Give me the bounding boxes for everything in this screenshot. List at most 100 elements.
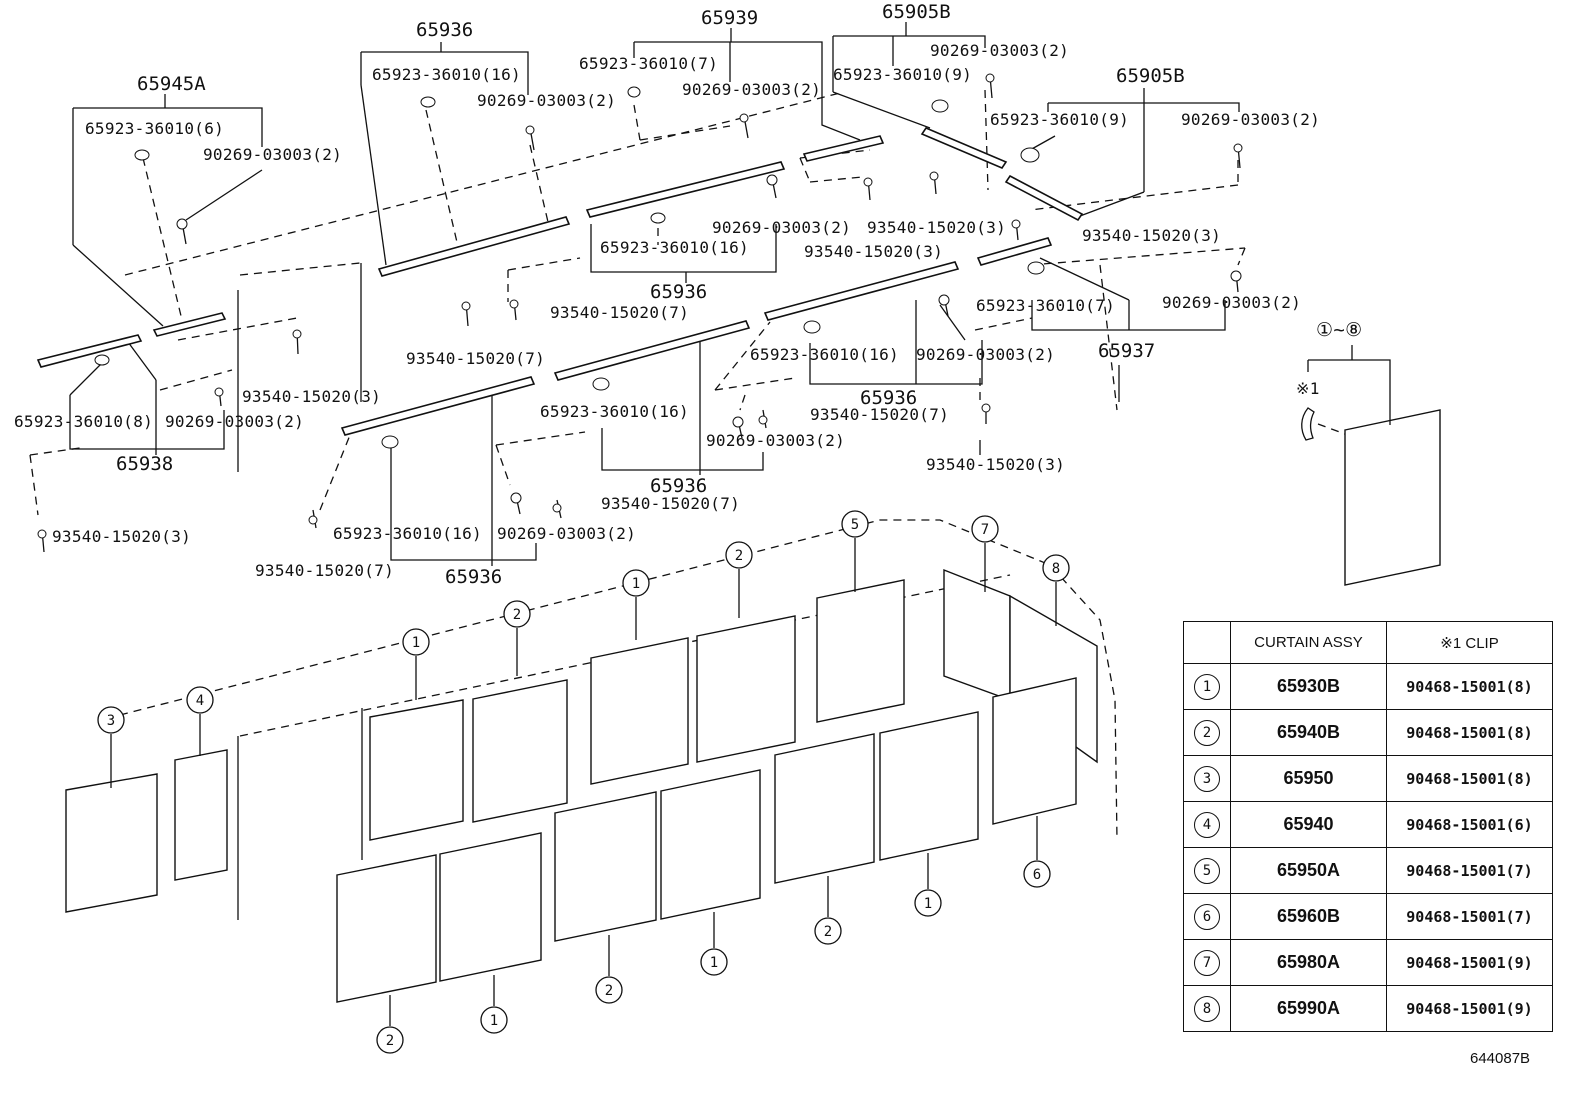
callout-label: 90269-03003(2) <box>930 41 1069 60</box>
leader-lines <box>29 22 1246 920</box>
curtain-panel <box>369 699 464 841</box>
screw-icon <box>509 299 519 321</box>
rail <box>340 376 536 436</box>
svg-text:1: 1 <box>710 955 718 971</box>
curtain-panel <box>590 637 689 785</box>
callout-labels: 65936 65939 65905B 65945A 65905B 65923-3… <box>14 1 1320 588</box>
callout-label: 65936 <box>860 387 917 409</box>
rail <box>36 334 143 368</box>
curtain-panel <box>472 679 568 823</box>
clip-icon <box>1027 261 1045 275</box>
callout-label: 93540-15020(3) <box>52 527 191 546</box>
callout-label: 90269-03003(2) <box>916 345 1055 364</box>
clip-icon <box>1020 147 1040 163</box>
fasteners <box>37 73 1243 553</box>
panel-number: 5 <box>841 510 869 592</box>
clip-icon <box>931 99 949 113</box>
panel-number: 8 <box>1042 554 1070 626</box>
diagram-code: 644087B <box>1470 1050 1531 1067</box>
curtain-panel <box>816 579 905 723</box>
callout-label: 65923-36010(9) <box>833 65 972 84</box>
panel-number: 1 <box>700 912 728 976</box>
screw-icon <box>985 73 995 99</box>
svg-text:1: 1 <box>490 1013 498 1029</box>
row-number: 4 <box>1194 811 1220 838</box>
table-row: 7 65980A 90468-15001(9) <box>1183 939 1553 986</box>
rail <box>920 127 1008 169</box>
callout-label: 65945A <box>137 73 206 95</box>
curtain-assy-table: CURTAIN ASSY ※1 CLIP 1 65930B 90468-1500… <box>1183 621 1553 1032</box>
row-number: 5 <box>1194 857 1220 884</box>
svg-text:1: 1 <box>632 576 640 592</box>
rail <box>976 237 1053 266</box>
svg-text:2: 2 <box>735 548 743 564</box>
callout-label: 65905B <box>1116 65 1185 87</box>
panel-number-callouts: 1 2 1 2 5 7 8 3 4 2 1 2 1 2 1 6 <box>97 510 1070 1054</box>
screw-icon <box>37 529 47 553</box>
screw-icon <box>758 409 768 429</box>
clip-icon <box>420 96 436 108</box>
curtain-panel <box>943 568 1011 701</box>
callout-label: 65923-36010(16) <box>600 238 749 257</box>
screw-icon <box>1011 219 1021 241</box>
clip-detail-icon <box>1301 407 1315 441</box>
rail <box>553 320 751 381</box>
svg-text:6: 6 <box>1033 867 1041 883</box>
row-number: 6 <box>1194 903 1220 930</box>
panel-number: 2 <box>595 935 623 1004</box>
clip-part-number: 90468-15001(6) <box>1386 801 1553 848</box>
screw-icon <box>739 113 749 139</box>
panel-number: 4 <box>186 686 214 756</box>
curtain-panel <box>696 615 796 763</box>
curtain-assy-number: 65940 <box>1230 801 1387 848</box>
svg-text:3: 3 <box>107 713 115 729</box>
callout-label: 93540-15020(3) <box>242 387 381 406</box>
callout-label: 65938 <box>116 453 173 475</box>
svg-text:8: 8 <box>1052 561 1060 577</box>
screw-icon <box>292 329 302 355</box>
callout-label: 65923-36010(7) <box>579 54 718 73</box>
rail <box>585 161 786 218</box>
rails <box>36 127 1084 436</box>
callout-label: 65936 <box>650 281 707 303</box>
callout-label: 90269-03003(2) <box>706 431 845 450</box>
curtain-panel <box>439 832 542 982</box>
svg-text:4: 4 <box>196 693 204 709</box>
callout-label: 90269-03003(2) <box>477 91 616 110</box>
clip-icon <box>134 149 150 161</box>
screw-icon <box>552 499 562 519</box>
table-row: 3 65950 90468-15001(8) <box>1183 755 1553 802</box>
clip-icon <box>592 377 610 391</box>
screw-icon <box>1233 143 1243 169</box>
callout-label: 90269-03003(2) <box>712 218 851 237</box>
svg-text:1: 1 <box>924 896 932 912</box>
callout-label: 90269-03003(2) <box>497 524 636 543</box>
curtain-assy-number: 65960B <box>1230 893 1387 940</box>
callout-label: 65905B <box>882 1 951 23</box>
curtain-assy-number: 65930B <box>1230 663 1387 710</box>
clip-icon <box>381 435 399 449</box>
panel-number: 1 <box>914 853 942 917</box>
screw-icon <box>214 387 224 407</box>
callout-label: 90269-03003(2) <box>1181 110 1320 129</box>
callout-label: 65923-36010(16) <box>372 65 521 84</box>
panel-number: 3 <box>97 706 125 788</box>
clip-icon <box>627 86 641 98</box>
clip-part-number: 90468-15001(8) <box>1386 663 1553 710</box>
callout-label: 65923-36010(16) <box>333 524 482 543</box>
callout-label: 65923-36010(7) <box>976 296 1115 315</box>
callout-label: 93540-15020(7) <box>255 561 394 580</box>
panel-number: 1 <box>402 628 430 700</box>
screw-icon <box>461 301 471 327</box>
screw-icon <box>766 174 778 199</box>
table-header-row: CURTAIN ASSY ※1 CLIP <box>1183 621 1553 664</box>
screw-icon <box>863 177 873 201</box>
callout-label: 65923-36010(8) <box>14 412 153 431</box>
table-row: 4 65940 90468-15001(6) <box>1183 801 1553 848</box>
curtain-panel <box>660 769 761 920</box>
clip-icon <box>650 212 666 224</box>
callout-label: 93540-15020(3) <box>926 455 1065 474</box>
rail <box>763 261 960 321</box>
curtain-assy-number: 65950A <box>1230 847 1387 894</box>
